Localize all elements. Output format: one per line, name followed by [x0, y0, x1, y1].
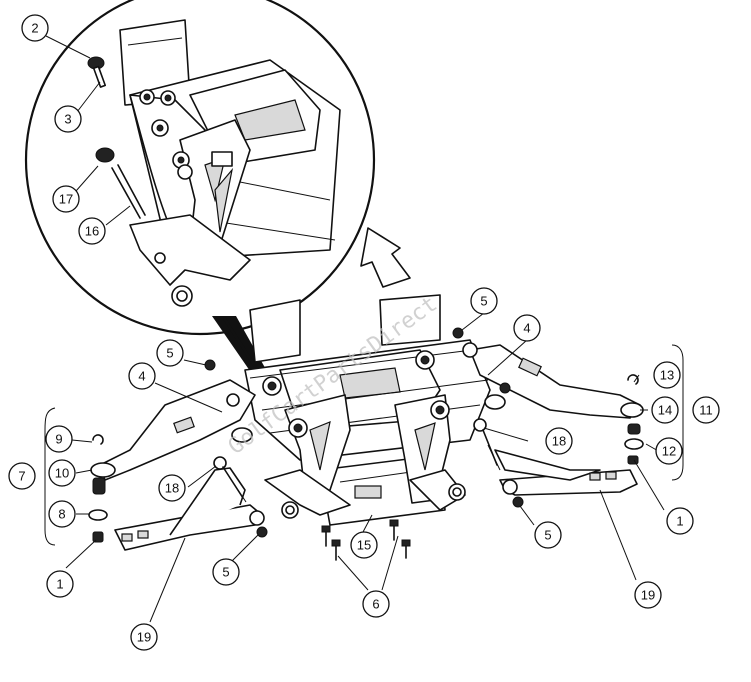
callout-label: 18 — [165, 481, 179, 496]
callout-label: 7 — [18, 469, 25, 484]
callout-label: 5 — [480, 294, 487, 309]
callout-label: 4 — [523, 321, 530, 336]
detail-bolt-17 — [95, 147, 146, 219]
group-bracket-7 — [44, 407, 56, 546]
left-lower-control-arm — [114, 467, 265, 551]
callout-label: 11 — [699, 403, 713, 418]
callout-4: 4 — [513, 314, 541, 342]
callout-1: 1 — [666, 507, 694, 535]
callout-15: 15 — [350, 531, 378, 559]
nuts — [204, 327, 524, 538]
callout-label: 19 — [137, 630, 151, 645]
left-upper-ball-joint-hardware — [88, 434, 108, 543]
right-upper-a-arm — [462, 342, 644, 419]
callout-19: 19 — [634, 581, 662, 609]
detail-magnifier — [24, 0, 376, 400]
callout-18: 18 — [158, 474, 186, 502]
right-long-bolt — [473, 418, 501, 471]
callout-18: 18 — [545, 427, 573, 455]
callout-label: 12 — [662, 444, 676, 459]
callout-14: 14 — [651, 396, 679, 424]
leader-lines — [45, 35, 665, 623]
left-leaf-spring — [264, 469, 351, 516]
callout-5: 5 — [534, 521, 562, 549]
callout-2: 2 — [21, 14, 49, 42]
callout-5: 5 — [212, 558, 240, 586]
callout-5: 5 — [156, 339, 184, 367]
right-lower-control-arm — [494, 449, 638, 496]
callout-9: 9 — [45, 425, 73, 453]
callout-label: 16 — [85, 224, 99, 239]
front-direction-arrow — [360, 227, 411, 288]
callout-3: 3 — [54, 105, 82, 133]
detail-bolt-2 — [87, 56, 107, 88]
left-upper-a-arm — [90, 379, 256, 481]
callout-label: 6 — [372, 597, 379, 612]
group-bracket-11 — [671, 344, 684, 481]
callout-5: 5 — [470, 287, 498, 315]
callout-label: 1 — [56, 577, 63, 592]
callout-13: 13 — [653, 361, 681, 389]
callout-label: 9 — [55, 432, 62, 447]
frame-bushings — [262, 350, 466, 519]
callout-1: 1 — [46, 570, 74, 598]
callout-label: 1 — [676, 514, 683, 529]
callout-label: 14 — [658, 403, 672, 418]
callout-7: 7 — [8, 462, 36, 490]
callout-label: 13 — [660, 368, 674, 383]
callout-16: 16 — [78, 217, 106, 245]
callout-label: 5 — [544, 528, 551, 543]
callout-label: 15 — [357, 538, 371, 553]
callout-19: 19 — [130, 623, 158, 651]
callout-label: 3 — [64, 112, 71, 127]
callout-6: 6 — [362, 590, 390, 618]
left-long-bolt — [213, 456, 247, 503]
callout-label: 5 — [222, 565, 229, 580]
callout-label: 4 — [138, 369, 145, 384]
callout-12: 12 — [655, 437, 683, 465]
callout-8: 8 — [48, 500, 76, 528]
callout-4: 4 — [128, 362, 156, 390]
callout-label: 19 — [641, 588, 655, 603]
callout-label: 17 — [59, 192, 73, 207]
callout-label: 8 — [58, 507, 65, 522]
front-cross-member — [244, 294, 491, 461]
callout-10: 10 — [48, 459, 76, 487]
plate-bolts — [321, 519, 411, 561]
callout-11: 11 — [692, 396, 720, 424]
callout-label: 2 — [31, 21, 38, 36]
callout-label: 10 — [55, 466, 69, 481]
callout-17: 17 — [52, 185, 80, 213]
callout-label: 5 — [166, 346, 173, 361]
right-upper-ball-joint-hardware — [624, 374, 644, 465]
callout-label: 18 — [552, 434, 566, 449]
